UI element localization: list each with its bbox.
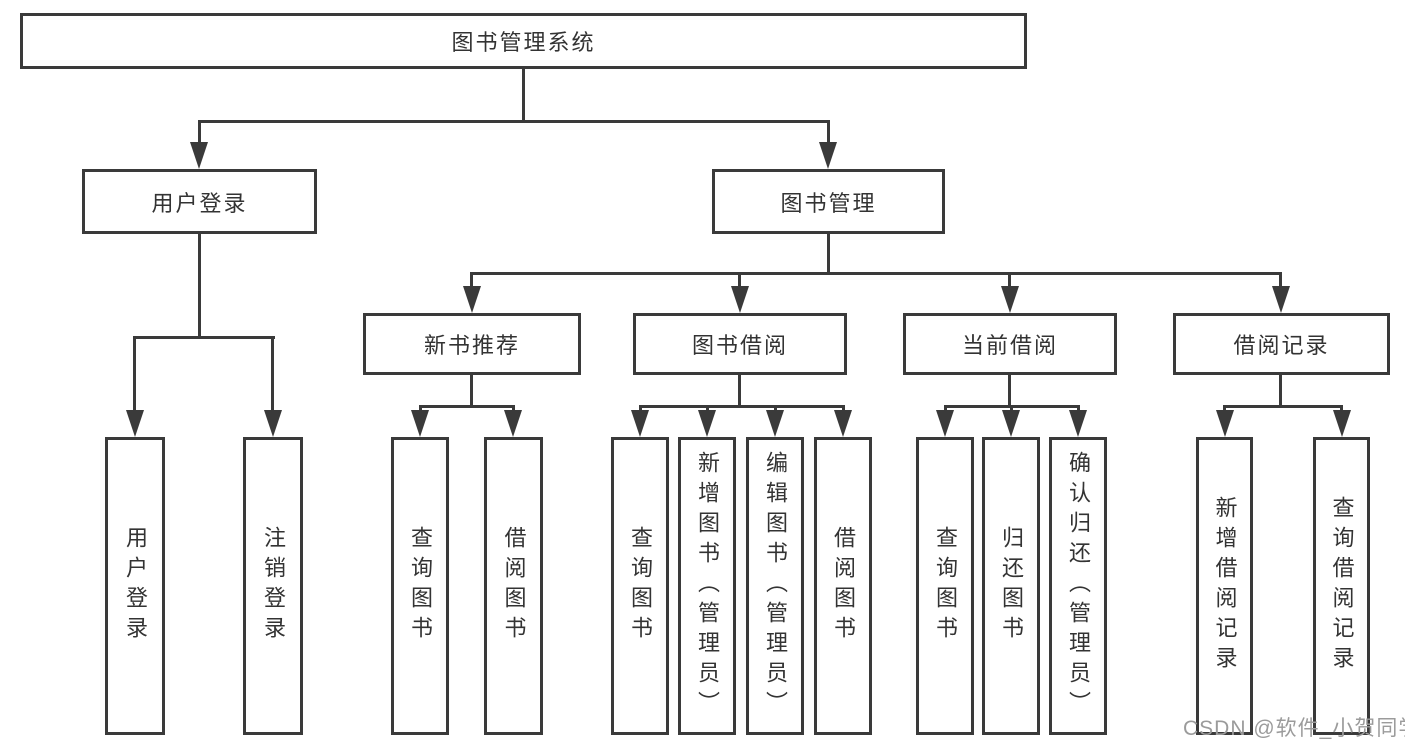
node-book-management-label: 图书管理	[780, 190, 877, 216]
node-user-login-label: 用户登录	[151, 190, 248, 216]
arrow-down-icon	[411, 410, 429, 437]
connector-line	[512, 405, 515, 413]
node-current-borrowing-label: 当前借阅	[961, 333, 1058, 358]
arrow-down-icon	[766, 410, 784, 437]
connector-line	[706, 405, 709, 413]
leaf-user-login: 用户登录	[105, 437, 165, 735]
csdn-watermark: CSDN @软件_小贺同学	[1183, 717, 1405, 740]
connector-line	[1340, 405, 1343, 413]
leaf-return-books: 归还图书	[982, 437, 1040, 735]
node-new-book-recommend: 新书推荐	[363, 313, 581, 375]
arrow-down-icon	[264, 410, 282, 437]
connector-line	[133, 336, 275, 339]
connector-line	[419, 405, 422, 413]
arrow-down-icon	[504, 410, 522, 437]
arrow-down-icon	[463, 286, 481, 313]
node-book-borrowing-label: 图书借阅	[691, 333, 788, 358]
leaf-borrow-books-recommend: 借阅图书	[484, 437, 543, 735]
arrow-down-icon	[1216, 410, 1234, 437]
node-root: 图书管理系统	[20, 13, 1027, 69]
connector-line	[133, 336, 136, 412]
leaf-search-books-current: 查询图书	[916, 437, 974, 735]
connector-line	[1223, 405, 1226, 413]
connector-line	[774, 405, 777, 413]
node-book-borrowing: 图书借阅	[633, 313, 847, 375]
arrow-down-icon	[731, 286, 749, 313]
connector-line	[1008, 375, 1011, 405]
connector-line	[1008, 272, 1011, 288]
connector-line	[827, 234, 830, 272]
connector-line	[470, 272, 1282, 275]
arrow-down-icon	[819, 142, 837, 169]
connector-line	[639, 405, 845, 408]
connector-line	[1223, 405, 1343, 408]
connector-line	[271, 336, 274, 412]
connector-line	[1279, 375, 1282, 405]
leaf-logout: 注销登录	[243, 437, 303, 735]
arrow-down-icon	[190, 142, 208, 169]
connector-line	[944, 405, 947, 413]
node-root-label: 图书管理系统	[451, 30, 596, 55]
arrow-down-icon	[1001, 286, 1019, 313]
connector-line	[470, 375, 473, 405]
connector-line	[1077, 405, 1080, 413]
connector-line	[842, 405, 845, 413]
node-user-login: 用户登录	[82, 169, 317, 234]
arrow-down-icon	[126, 410, 144, 437]
arrow-down-icon	[1272, 286, 1290, 313]
connector-line	[827, 120, 830, 147]
arrow-down-icon	[1333, 410, 1351, 437]
leaf-add-book-admin: 新增图书（管理员）	[678, 437, 736, 735]
arrow-down-icon	[1002, 410, 1020, 437]
connector-line	[738, 272, 741, 288]
connector-line	[419, 405, 515, 408]
connector-line	[198, 234, 201, 336]
connector-line	[522, 69, 525, 120]
leaf-add-borrow-record: 新增借阅记录	[1196, 437, 1253, 735]
arrow-down-icon	[834, 410, 852, 437]
node-borrow-records: 借阅记录	[1173, 313, 1390, 375]
leaf-search-books-borrowing: 查询图书	[611, 437, 669, 735]
leaf-borrow-books-borrowing: 借阅图书	[814, 437, 872, 735]
connector-line	[1279, 272, 1282, 288]
leaf-confirm-return-admin: 确认归还（管理员）	[1049, 437, 1107, 735]
connector-line	[198, 120, 830, 123]
arrow-down-icon	[936, 410, 954, 437]
leaf-search-books-recommend: 查询图书	[391, 437, 449, 735]
node-new-book-recommend-label: 新书推荐	[423, 333, 520, 358]
arrow-down-icon	[631, 410, 649, 437]
arrow-down-icon	[698, 410, 716, 437]
node-book-management: 图书管理	[712, 169, 945, 234]
connector-line	[1010, 405, 1013, 413]
arrow-down-icon	[1069, 410, 1087, 437]
node-current-borrowing: 当前借阅	[903, 313, 1117, 375]
connector-line	[198, 120, 201, 147]
connector-line	[738, 375, 741, 405]
connector-line	[639, 405, 642, 413]
leaf-edit-book-admin: 编辑图书（管理员）	[746, 437, 804, 735]
node-borrow-records-label: 借阅记录	[1233, 333, 1330, 358]
leaf-search-borrow-record: 查询借阅记录	[1313, 437, 1370, 735]
connector-line	[470, 272, 473, 288]
